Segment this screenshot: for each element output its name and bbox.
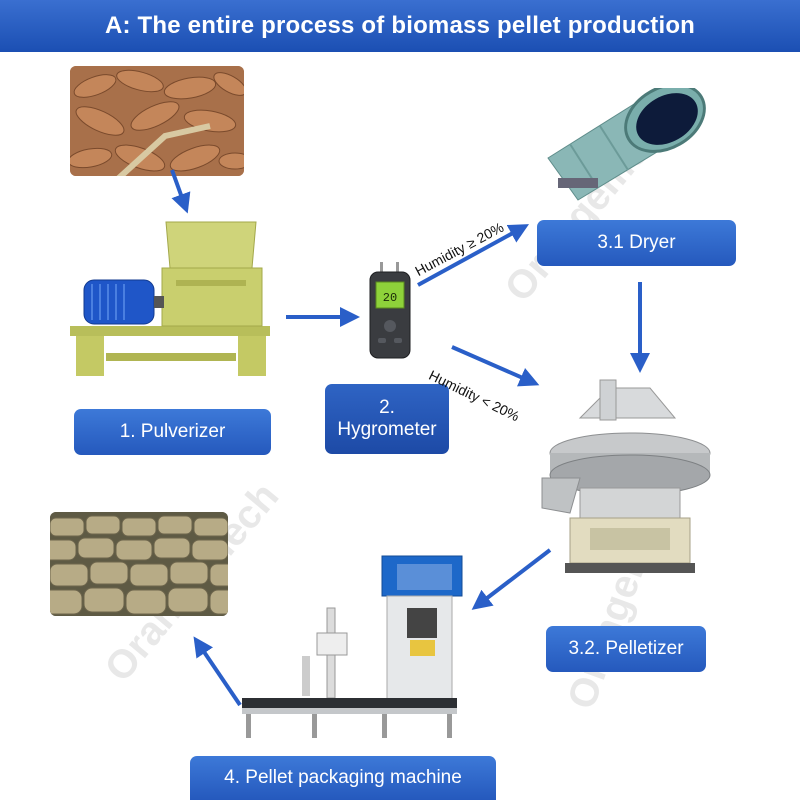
packaging-label: 4. Pellet packaging machine <box>190 756 496 800</box>
pelletizer-label: 3.2. Pelletizer <box>546 626 706 672</box>
arrow-material-to-pulverizer <box>172 170 185 206</box>
hygrometer-label-number: 2. <box>379 397 395 419</box>
arrow-pelletizer-to-packaging <box>478 550 550 605</box>
dryer-label: 3.1 Dryer <box>537 220 736 266</box>
hygrometer-label-name: Hygrometer <box>337 419 436 441</box>
pulverizer-label: 1. Pulverizer <box>74 409 271 455</box>
hygrometer-label: 2. Hygrometer <box>325 384 449 454</box>
arrow-hygrometer-to-pelletizer <box>452 347 532 382</box>
arrow-packaging-to-bags <box>198 643 240 705</box>
